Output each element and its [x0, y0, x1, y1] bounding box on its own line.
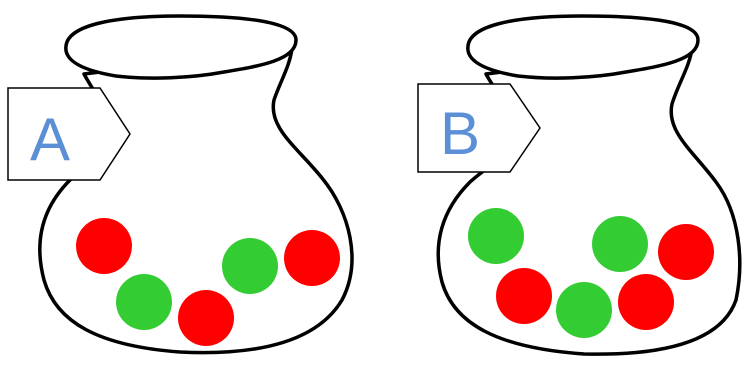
red-ball: [284, 230, 340, 286]
green-ball: [592, 216, 648, 272]
green-ball: [468, 208, 524, 264]
red-ball: [658, 224, 714, 280]
jar-a-label: A: [30, 106, 70, 173]
jar-a: A: [7, 14, 354, 355]
jar-a-balls: [76, 218, 340, 346]
jar-a-tag: A: [7, 87, 131, 181]
jar-b: B: [417, 14, 742, 356]
jar-b-mouth: [466, 14, 700, 80]
jar-a-mouth: [64, 14, 298, 80]
jar-b-label: B: [440, 100, 480, 167]
jar-b-balls: [468, 208, 714, 338]
red-ball: [178, 290, 234, 346]
jar-b-tag: B: [417, 83, 541, 173]
green-ball: [116, 274, 172, 330]
green-ball: [222, 238, 278, 294]
red-ball: [618, 274, 674, 330]
green-ball: [556, 282, 612, 338]
red-ball: [496, 268, 552, 324]
red-ball: [76, 218, 132, 274]
